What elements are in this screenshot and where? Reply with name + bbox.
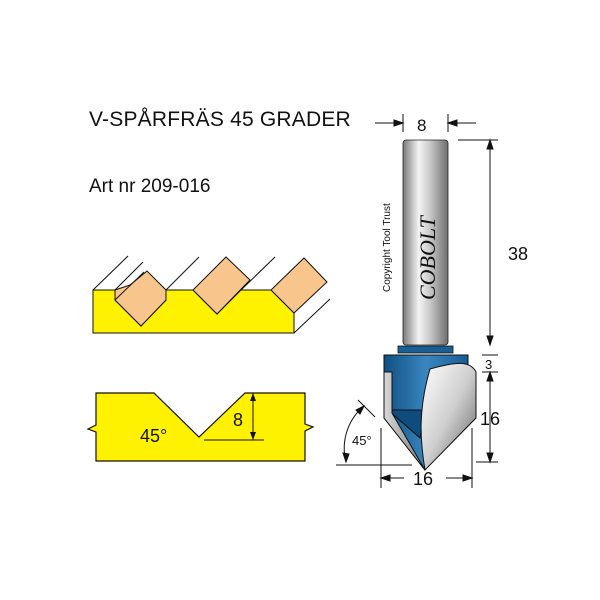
profile-depth-label: 8 (233, 410, 243, 430)
workpiece-3d-view (92, 255, 331, 334)
dimension-lines (336, 114, 498, 488)
dim-cutting-height: 16 (480, 409, 500, 429)
brand-label: COBOLT (415, 214, 440, 300)
copyright-label: Copyright Tool Trust (382, 203, 393, 292)
dim-angle: 45° (352, 433, 372, 448)
product-title: V-SPÅRFRÄS 45 GRADER (89, 108, 351, 131)
article-number: Art nr 209-016 (89, 176, 211, 197)
dim-neck-height: 3 (485, 357, 492, 372)
profile-angle-label: 45° (140, 426, 167, 446)
dim-cutting-diameter: 16 (413, 469, 433, 489)
profile-view: 45° 8 (86, 392, 315, 462)
dim-shank-length: 38 (508, 244, 528, 264)
dim-shank-diameter: 8 (417, 116, 426, 135)
shank (402, 139, 449, 346)
router-bit: COBOLT Copyright Tool Trust (382, 139, 477, 472)
